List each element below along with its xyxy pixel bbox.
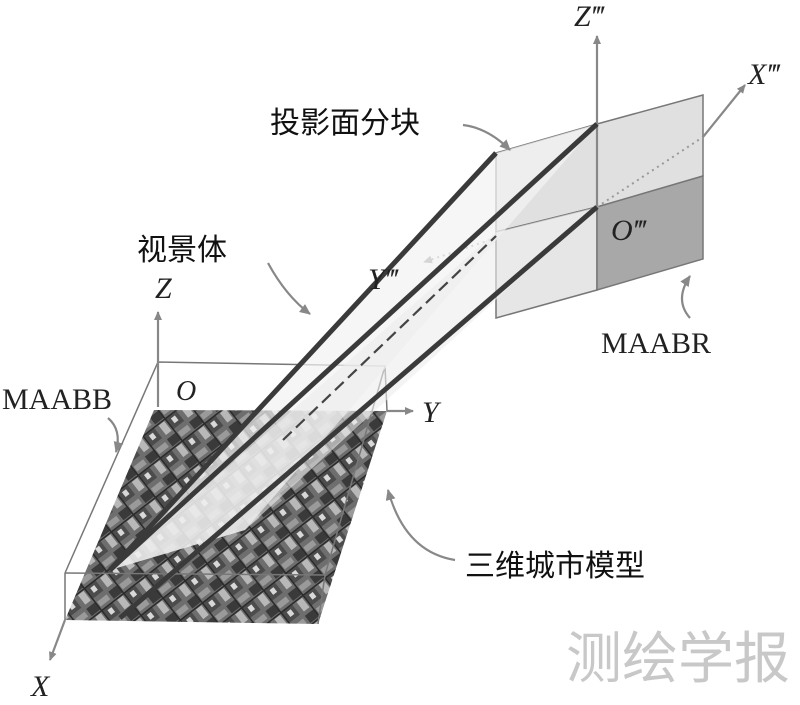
proj-origin-label: O‴ xyxy=(611,214,648,247)
proj-x-axis xyxy=(703,85,745,137)
view-volume-leader xyxy=(268,263,310,314)
world-origin-label: O xyxy=(176,376,196,407)
proj-y-label: Y‴ xyxy=(368,263,400,296)
proj-z-label: Z‴ xyxy=(574,0,606,33)
watermark: 测绘学报 xyxy=(566,627,790,692)
city-model-leader xyxy=(388,490,455,560)
view-volume xyxy=(110,124,597,618)
city-model-label: 三维城市模型 xyxy=(465,549,645,584)
projection-block-leader xyxy=(463,125,510,150)
world-x-label: X xyxy=(30,670,51,703)
projection-plane xyxy=(496,95,703,318)
world-z-label: Z xyxy=(155,272,172,305)
projection-block-label: 投影面分块 xyxy=(270,106,420,141)
maabb-leader xyxy=(108,418,118,452)
proj-x-label: X‴ xyxy=(747,58,781,91)
maabr-label: MAABR xyxy=(601,327,711,360)
maabr-leader xyxy=(682,276,690,318)
world-x-axis xyxy=(50,620,65,660)
maabb-label: MAABB xyxy=(2,383,112,416)
view-volume-label: 视景体 xyxy=(137,233,227,268)
world-y-label: Y xyxy=(422,396,442,429)
